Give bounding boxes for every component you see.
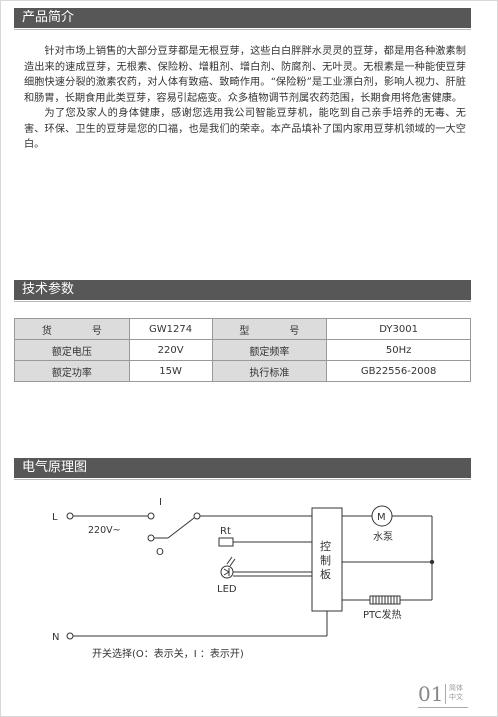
spec-table: 货 号 GW1274 型 号 DY3001 额定电压 220V 额定频率 50H…	[14, 318, 471, 382]
section-title-specs: 技术参数	[14, 280, 471, 302]
spec-label: 额定电压	[14, 339, 130, 361]
spec-label: 货 号	[14, 318, 130, 340]
section-title-intro: 产品简介	[14, 8, 471, 30]
label-voltage: 220V~	[88, 525, 121, 536]
label-l: L	[52, 512, 58, 523]
page-language-line-1: 简体	[449, 684, 463, 692]
intro-paragraph-2: 为了您及家人的身体健康，感谢您选用我公司智能豆芽机，能吃到自己亲手培养的无毒、无…	[24, 108, 466, 150]
spec-label: 执行标准	[211, 360, 328, 382]
circuit-diagram: L N I O 220V~ Rt LED 控 制 板 M 水泵 PTC发热 开关…	[52, 497, 435, 660]
table-row: 额定电压 220V 额定频率 50Hz	[14, 339, 471, 361]
spec-label: 额定功率	[14, 360, 130, 382]
page-number: 01	[418, 682, 444, 706]
table-row: 额定功率 15W 执行标准 GB22556-2008	[14, 360, 471, 382]
board-char-2: 制	[320, 554, 331, 567]
board-char-1: 控	[320, 539, 331, 553]
motor-icon: M	[377, 512, 386, 523]
spec-label: 额定频率	[211, 339, 328, 361]
label-rt: Rt	[220, 526, 231, 537]
label-heater: PTC发热	[363, 608, 402, 621]
spec-value: 50Hz	[326, 339, 471, 361]
switch-note: 开关选择(O：表示关，I ：表示开)	[92, 647, 244, 660]
board-char-3: 板	[320, 567, 331, 581]
section-title-circuit: 电气原理图	[14, 458, 471, 480]
table-row: 货 号 GW1274 型 号 DY3001	[14, 318, 471, 340]
page-separator	[445, 684, 446, 704]
page-rule	[418, 707, 468, 708]
spec-value: GW1274	[128, 318, 213, 340]
page-language-line-2: 中文	[449, 693, 463, 701]
label-pump: 水泵	[373, 531, 393, 543]
spec-value: GB22556-2008	[326, 360, 471, 382]
intro-text: 针对市场上销售的大部分豆芽都是无根豆芽，这些白白胖胖水灵灵的豆芽，都是用各种激素…	[24, 44, 466, 153]
label-switch-off: O	[156, 547, 164, 558]
intro-paragraph-1: 针对市场上销售的大部分豆芽都是无根豆芽，这些白白胖胖水灵灵的豆芽，都是用各种激素…	[24, 46, 466, 104]
spec-value: 15W	[128, 360, 213, 382]
spec-value: DY3001	[326, 318, 471, 340]
spec-value: 220V	[128, 339, 213, 361]
label-n: N	[52, 632, 59, 643]
page-language: 简体 中文	[449, 684, 465, 702]
label-led: LED	[217, 584, 237, 595]
spec-label: 型 号	[211, 318, 328, 340]
label-switch-on: I	[159, 497, 162, 508]
